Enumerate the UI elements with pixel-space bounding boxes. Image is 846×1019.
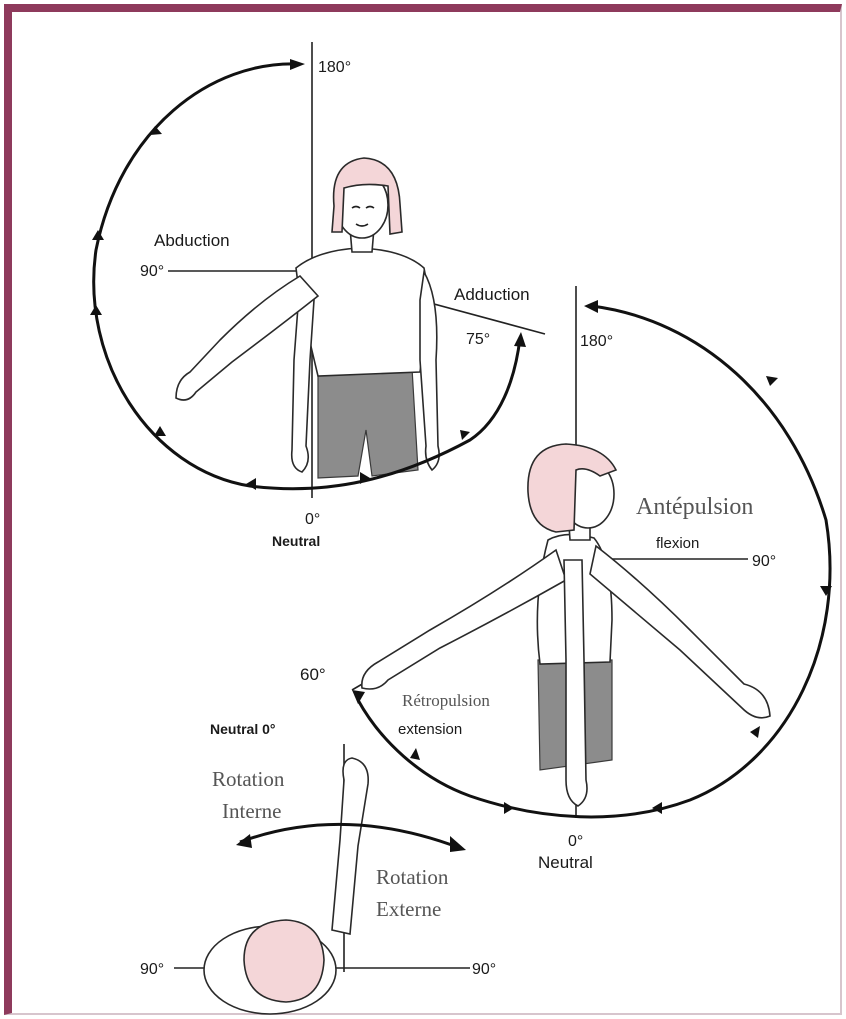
rotation-interne-line2: Interne	[222, 799, 281, 823]
rotation-externe-line2: Externe	[376, 897, 441, 921]
flexion-top-angle: 180°	[580, 333, 613, 350]
adduction-75-angle: 75°	[466, 331, 490, 348]
extension-label: extension	[398, 721, 462, 738]
flexion-label: flexion	[656, 535, 699, 552]
flexion-bottom-angle: 0°	[568, 833, 583, 850]
rotation-arrow-left	[236, 834, 252, 848]
figure3-hair	[244, 920, 324, 1002]
rotation-figure: Neutral 0° Rotation Interne Rotation Ext…	[140, 721, 496, 1014]
abduction-arc-tick-7	[460, 430, 470, 440]
abduction-label: Abduction	[154, 231, 230, 250]
flexion-arc-tick-5	[504, 802, 514, 814]
abduction-arc-tick-5	[246, 478, 256, 490]
rotation-arrow-right	[450, 836, 466, 852]
abduction-arc-tick-4	[154, 426, 166, 436]
abduction-bottom-angle: 0°	[305, 511, 320, 528]
antepulsion-label: Antépulsion	[636, 494, 753, 520]
flexion-arc-tick-1	[766, 376, 778, 386]
flexion-90-angle: 90°	[752, 553, 776, 570]
retropulsion-label: Rétropulsion	[402, 691, 490, 710]
figure3-forearm	[332, 758, 368, 934]
flexion-neutral-label: Neutral	[538, 853, 593, 872]
flexion-arc-arrow-end	[352, 690, 365, 704]
flexion-arc-arrow-top	[584, 300, 598, 313]
rotation-interne-line1: Rotation	[212, 767, 285, 791]
abduction-arc-arrow-top	[290, 59, 305, 70]
abduction-arc-arrow-end	[514, 332, 526, 347]
figure1-right-arm	[420, 272, 439, 470]
adduction-label: Adduction	[454, 285, 530, 304]
abduction-arc-tick-3	[90, 305, 102, 315]
rotation-externe-line1: Rotation	[376, 865, 449, 889]
figure1-torso	[296, 248, 430, 376]
flexion-arc-tick-4	[652, 802, 662, 814]
abduction-90-angle: 90°	[140, 263, 164, 280]
figure2-forward-arm	[590, 546, 770, 718]
flexion-arc-tick-3	[750, 726, 760, 738]
abduction-arc-tick-2	[92, 230, 104, 240]
abduction-top-angle: 180°	[318, 59, 351, 76]
extension-60-angle: 60°	[300, 665, 326, 684]
figure2-backward-arm	[362, 550, 566, 689]
rotation-neutral-label: Neutral 0°	[210, 721, 276, 737]
rotation-right-angle: 90°	[472, 961, 496, 978]
rotation-left-angle: 90°	[140, 961, 164, 978]
abduction-figure: 180° Abduction 90° Adduction 75° 0° Neut…	[90, 42, 545, 549]
figure1-pants	[318, 368, 418, 478]
abduction-neutral-label: Neutral	[272, 533, 320, 549]
flexion-arc-tick-6	[410, 748, 420, 760]
